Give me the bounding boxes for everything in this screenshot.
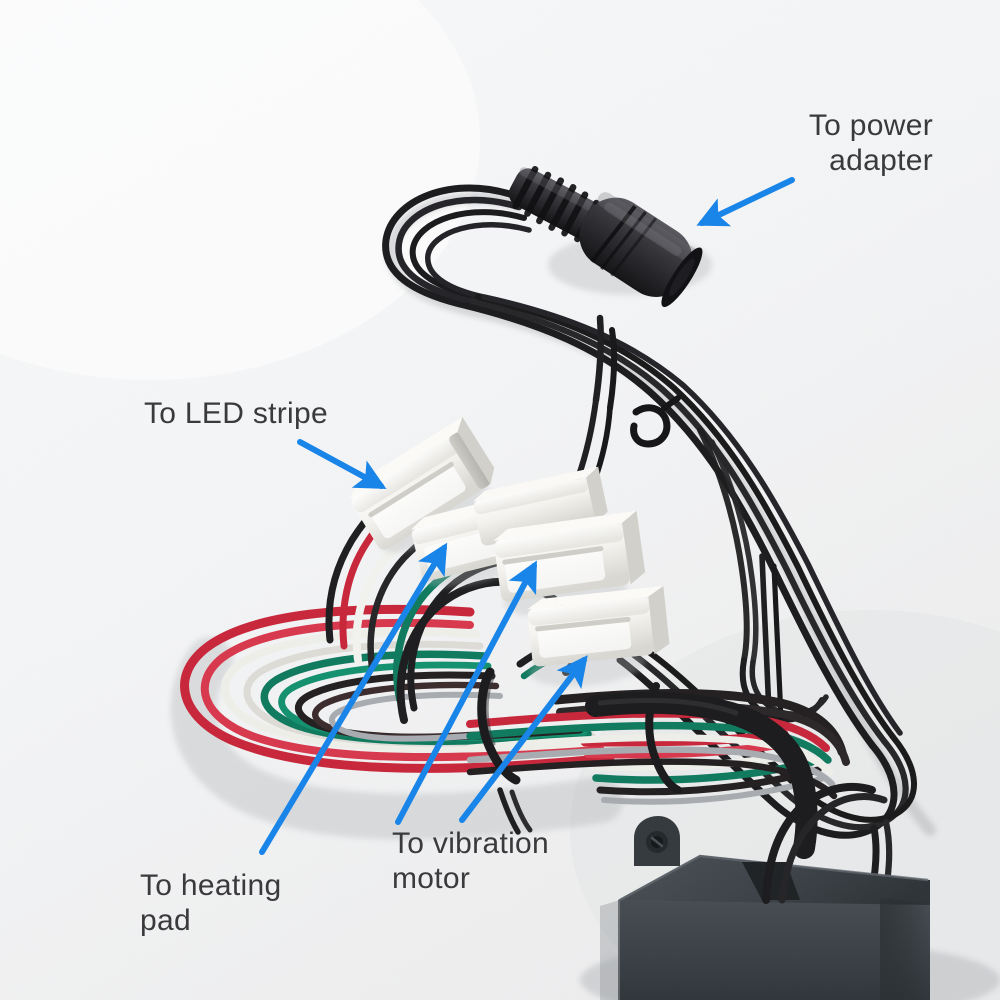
label-to-led-stripe: To LED stripe	[144, 397, 328, 430]
label-to-heating-pad: To heating pad	[140, 869, 282, 938]
label-to-power-adapter: To power adapter	[808, 109, 933, 178]
label-to-vibration-motor: To vibration motor	[392, 827, 550, 896]
